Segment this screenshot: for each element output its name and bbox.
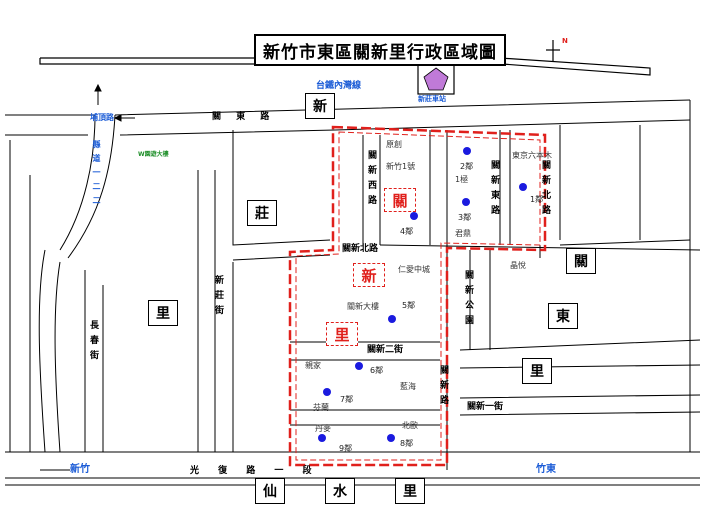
neighborhood-2: 2鄰	[460, 162, 474, 171]
red-label-li: 里	[326, 322, 358, 346]
road-guanxin-2nd: 關新二街	[367, 345, 404, 355]
red-label-xin: 新	[353, 263, 385, 287]
building-danmai: 丹麥	[315, 424, 331, 433]
marker-2	[463, 147, 471, 155]
railway-line	[39, 57, 651, 76]
char-xin-top: 新	[305, 93, 335, 119]
char-li-right: 里	[522, 358, 552, 384]
neighborhood-6: 6鄰	[370, 366, 384, 375]
road-puding: 埔頂路	[90, 113, 114, 122]
marker-4	[410, 212, 418, 220]
road-to-zhudong: 竹東	[536, 464, 556, 475]
neighborhood-5: 5鄰	[402, 301, 416, 310]
marker-9	[318, 434, 326, 442]
building-yuanchuang: 原創	[386, 140, 402, 149]
park-label: W園遊大樓	[138, 151, 169, 158]
building-weihai: 藍海	[400, 382, 416, 391]
neighborhood-9: 9鄰	[339, 444, 353, 453]
railway-label: 台鐵內灣線	[316, 81, 362, 91]
road-guanxin-west: 關新西路	[366, 150, 376, 210]
road-guanxin-1st: 關新一街	[467, 402, 504, 412]
road-xinzhuang-st: 新莊街	[213, 275, 223, 320]
char-shui: 水	[325, 478, 355, 504]
street-grid	[5, 99, 701, 486]
road-guanxin-north: 關新北路	[342, 244, 379, 254]
char-li-bottom: 里	[395, 478, 425, 504]
building-pinyue: 晶悅	[510, 261, 526, 270]
building-jingjia: 親家	[305, 361, 321, 370]
marker-3	[462, 198, 470, 206]
marker-5	[388, 315, 396, 323]
marker-8	[387, 434, 395, 442]
road-changchun-st: 長春街	[88, 320, 98, 365]
road-huanbei: 縣道一二二	[92, 140, 101, 210]
neighborhood-7: 7鄰	[340, 395, 354, 404]
char-xian: 仙	[255, 478, 285, 504]
road-guangfu: 光 復 路 一 段	[190, 466, 320, 476]
road-guanxin-east: 關新東路	[489, 160, 499, 220]
char-zhuang: 莊	[247, 200, 277, 226]
village-boundary	[288, 125, 547, 467]
road-guanxin: 關新路	[438, 365, 448, 410]
neighborhood-markers	[318, 147, 527, 442]
neighborhood-1: 1鄰	[530, 195, 544, 204]
map-title: 新竹市東區關新里行政區域圖	[254, 34, 506, 66]
road-to-hsinchu: 新竹	[70, 464, 90, 475]
building-yiji: 1極	[455, 175, 469, 184]
road-guandong: 關 東 路	[212, 112, 276, 122]
compass-icon	[546, 40, 560, 62]
road-guanxin-park: 關新公園	[463, 270, 473, 330]
village-boundary-inner	[295, 131, 541, 461]
building-xinzhu1: 新竹1號	[386, 162, 416, 171]
building-dongjing: 東京六本木	[512, 151, 552, 160]
building-junding: 君鼎	[455, 229, 471, 238]
marker-6	[355, 362, 363, 370]
building-beiou: 北歐	[402, 421, 418, 430]
station-label: 新莊車站	[418, 95, 446, 103]
neighborhood-4: 4鄰	[400, 227, 414, 236]
marker-1	[519, 183, 527, 191]
direction-arrows	[40, 83, 135, 471]
marker-7	[323, 388, 331, 396]
char-guan-right: 關	[566, 248, 596, 274]
char-li-left: 里	[148, 300, 178, 326]
red-label-guan: 關	[384, 188, 416, 212]
building-guanxin-tower: 關新大樓	[347, 302, 379, 311]
neighborhood-8: 8鄰	[400, 439, 414, 448]
building-fenlan: 芬蘭	[313, 403, 329, 412]
building-renai: 仁愛中城	[398, 265, 430, 274]
station-marker	[417, 61, 455, 95]
road-guanxin-north-v: 關新北路	[540, 160, 550, 220]
neighborhood-3: 3鄰	[458, 213, 472, 222]
compass-north-label: N	[562, 37, 568, 45]
char-dong: 東	[548, 303, 578, 329]
